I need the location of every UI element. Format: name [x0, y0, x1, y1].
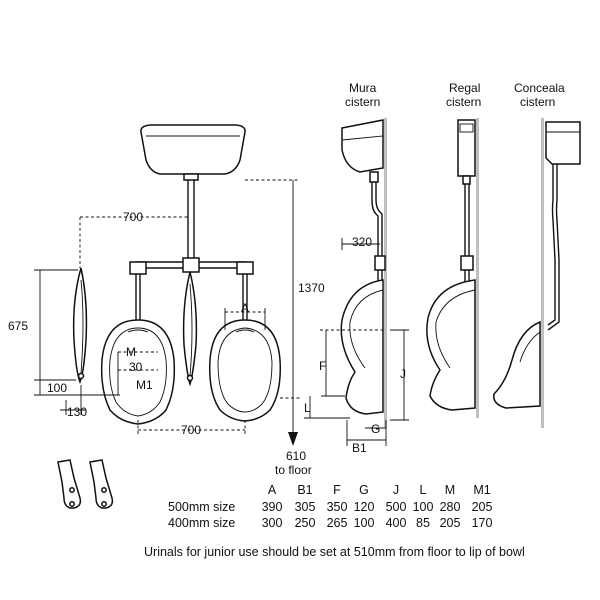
center-division-panel — [182, 271, 198, 387]
conceala-title-2: cistern — [520, 95, 555, 109]
front-cistern — [140, 124, 246, 181]
table-cell: 250 — [295, 516, 316, 530]
table-header: M1 — [473, 483, 490, 497]
table-cell: 120 — [354, 500, 375, 514]
table-cell: 300 — [262, 516, 283, 530]
label-g: G — [371, 422, 380, 436]
label-30: 30 — [129, 360, 143, 374]
dim-130: 130 — [67, 405, 87, 419]
table-cell: 170 — [472, 516, 493, 530]
label-l: L — [304, 401, 311, 415]
dim-to-floor: to floor — [275, 463, 312, 477]
mura-title-2: cistern — [345, 95, 380, 109]
dim-100-left: 100 — [47, 381, 67, 395]
table-header: B1 — [297, 483, 312, 497]
mura-side-elevation — [304, 118, 409, 446]
table-cell: 305 — [295, 500, 316, 514]
footnote: Urinals for junior use should be set at … — [144, 545, 525, 559]
size-table: A B1 F G J L M M1 500mm size 390 305 350 120 500 100 28… — [168, 483, 492, 530]
table-cell: 265 — [327, 516, 348, 530]
table-cell: 500 — [386, 500, 407, 514]
table-cell: 280 — [440, 500, 461, 514]
dim-320: 320 — [352, 235, 372, 249]
table-cell: 100 — [354, 516, 375, 530]
table-cell: 85 — [416, 516, 430, 530]
table-header: M — [445, 483, 455, 497]
table-header: G — [359, 483, 369, 497]
table-header: A — [268, 483, 277, 497]
left-urinal-front — [100, 319, 176, 425]
regal-title-1: Regal — [449, 81, 480, 95]
table-cell: 100 — [413, 500, 434, 514]
label-b1: B1 — [352, 441, 367, 455]
label-a: A — [241, 301, 249, 315]
label-m1: M1 — [136, 378, 153, 392]
conceala-side-elevation — [493, 118, 581, 428]
table-row-label: 500mm size — [168, 500, 235, 514]
dim-700-bottom: 700 — [181, 423, 201, 437]
wall-brackets — [57, 459, 114, 509]
dim-610: 610 — [286, 449, 306, 463]
dim-700-top: 700 — [123, 210, 143, 224]
regal-title-2: cistern — [446, 95, 481, 109]
left-division-panel — [72, 267, 88, 385]
table-cell: 205 — [472, 500, 493, 514]
regal-side-elevation — [426, 118, 479, 418]
dim-1370: 1370 — [298, 281, 325, 295]
table-header: L — [420, 483, 427, 497]
table-cell: 400 — [386, 516, 407, 530]
table-header: J — [393, 483, 399, 497]
label-m: M — [126, 345, 136, 359]
right-urinal-front — [208, 319, 282, 422]
table-cell: 350 — [327, 500, 348, 514]
table-header: F — [333, 483, 341, 497]
table-row-label: 400mm size — [168, 516, 235, 530]
conceala-title-1: Conceala — [514, 81, 565, 95]
table-cell: 390 — [262, 500, 283, 514]
dim-675: 675 — [8, 319, 28, 333]
front-flush-pipe — [129, 180, 254, 322]
table-cell: 205 — [440, 516, 461, 530]
label-f: F — [319, 359, 326, 373]
front-dimensions — [34, 179, 300, 446]
label-j: J — [400, 367, 406, 381]
mura-title-1: Mura — [349, 81, 377, 95]
